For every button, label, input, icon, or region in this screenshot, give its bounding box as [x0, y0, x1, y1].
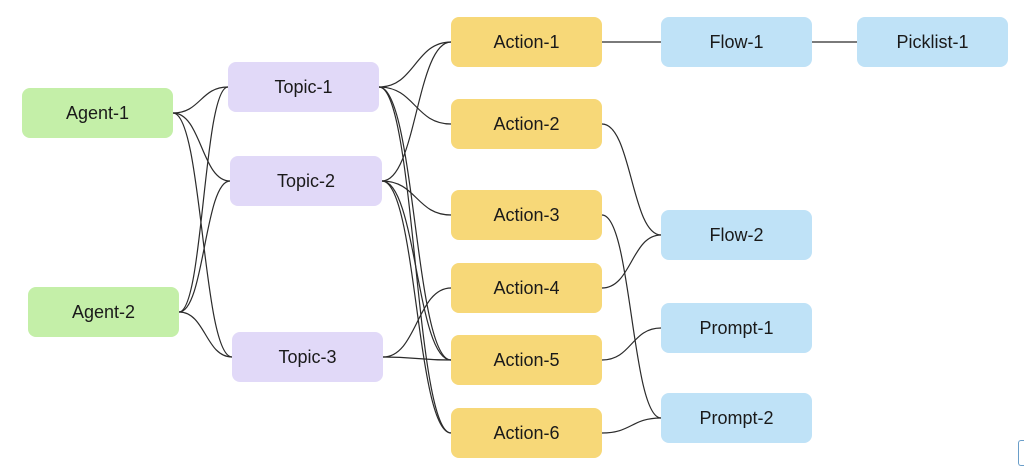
action-2-node[interactable]: Action-2 — [451, 99, 602, 149]
edge-agent_2-to-topic_1 — [178, 86, 229, 313]
node-label: Flow-1 — [709, 31, 764, 52]
node-label: Action-4 — [493, 277, 560, 298]
edge-topic_2-to-action_3 — [381, 180, 452, 216]
action-4-node[interactable]: Action-4 — [451, 263, 602, 313]
topic-2-node[interactable]: Topic-2 — [230, 156, 382, 206]
topic-1-node[interactable]: Topic-1 — [228, 62, 379, 112]
collapse-handle-icon[interactable] — [1018, 440, 1024, 466]
edge-topic_2-to-action_5 — [381, 180, 452, 361]
node-label: Flow-2 — [709, 224, 764, 245]
action-1-node[interactable]: Action-1 — [451, 17, 602, 67]
node-label: Action-3 — [493, 204, 560, 225]
edge-agent_2-to-topic_2 — [178, 180, 231, 313]
edge-topic_3-to-action_5 — [382, 356, 452, 361]
agent-1-node[interactable]: Agent-1 — [22, 88, 173, 138]
edge-action_2-to-flow_2 — [601, 123, 662, 236]
edge-agent_1-to-topic_2 — [172, 112, 231, 182]
edge-agent_1-to-topic_3 — [172, 112, 233, 358]
edge-agent_2-to-topic_3 — [178, 311, 233, 358]
node-label: Picklist-1 — [896, 31, 969, 52]
edge-topic_1-to-action_5 — [378, 86, 452, 361]
node-label: Topic-2 — [276, 170, 336, 191]
edge-action_3-to-prompt_2 — [601, 214, 662, 419]
flow-2-node[interactable]: Flow-2 — [661, 210, 812, 260]
picklist-1-node[interactable]: Picklist-1 — [857, 17, 1008, 67]
prompt-1-node[interactable]: Prompt-1 — [661, 303, 812, 353]
edge-action_5-to-prompt_1 — [601, 327, 662, 361]
prompt-2-node[interactable]: Prompt-2 — [661, 393, 812, 443]
edge-topic_2-to-action_6 — [381, 180, 452, 434]
edge-topic_2-to-action_1 — [381, 41, 452, 182]
node-label: Prompt-2 — [699, 407, 774, 428]
node-label: Action-1 — [493, 31, 560, 52]
action-3-node[interactable]: Action-3 — [451, 190, 602, 240]
action-6-node[interactable]: Action-6 — [451, 408, 602, 458]
edge-topic_3-to-action_4 — [382, 287, 452, 358]
flow-1-node[interactable]: Flow-1 — [661, 17, 812, 67]
edge-topic_1-to-action_2 — [378, 86, 452, 125]
topic-3-node[interactable]: Topic-3 — [232, 332, 383, 382]
agent-2-node[interactable]: Agent-2 — [28, 287, 179, 337]
action-5-node[interactable]: Action-5 — [451, 335, 602, 385]
node-label: Action-6 — [493, 422, 560, 443]
edge-agent_1-to-topic_1 — [172, 86, 229, 114]
node-label: Topic-1 — [274, 76, 333, 97]
node-label: Action-2 — [493, 113, 560, 134]
edge-topic_1-to-action_1 — [378, 41, 452, 88]
edge-action_6-to-prompt_2 — [601, 417, 662, 434]
node-label: Topic-3 — [278, 346, 337, 367]
node-label: Agent-2 — [71, 301, 136, 322]
node-label: Agent-1 — [65, 102, 130, 123]
edge-action_4-to-flow_2 — [601, 234, 662, 289]
node-label: Action-5 — [493, 349, 560, 370]
node-label: Prompt-1 — [699, 317, 774, 338]
